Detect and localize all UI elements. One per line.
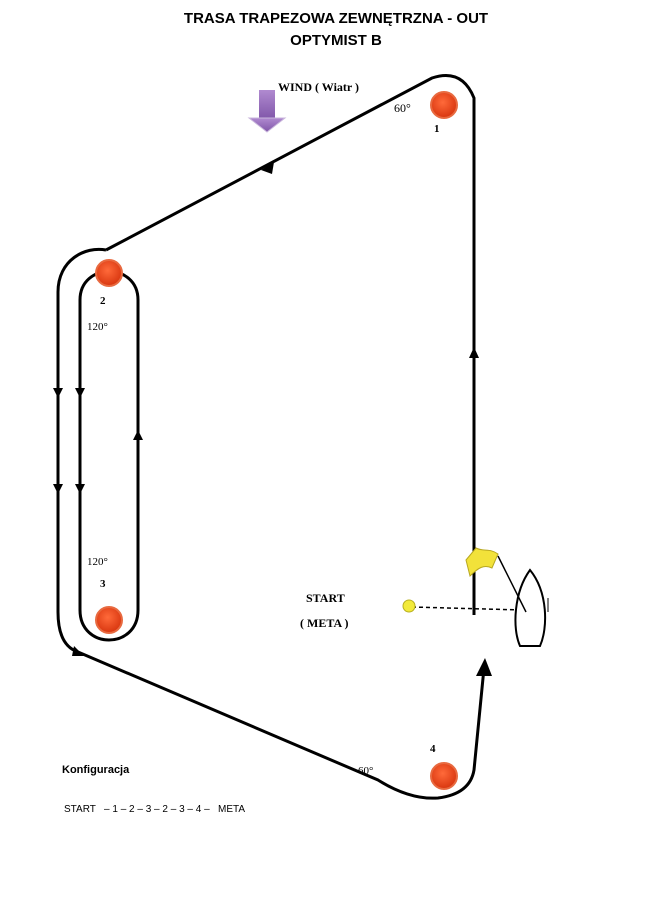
direction-arrow-finish	[476, 658, 492, 676]
diagram-title-line1: TRASA TRAPEZOWA ZEWNĘTRZNA - OUT	[183, 10, 489, 27]
direction-arrow-inner-down-1	[75, 388, 85, 398]
mark-2-label: 2	[100, 295, 106, 307]
start-label: START	[306, 591, 345, 605]
direction-arrow-inner-down-2	[75, 484, 85, 494]
mark-4-angle: 60°	[358, 765, 373, 777]
wind-label: WIND ( Wiatr )	[278, 80, 359, 94]
start-buoy	[402, 599, 416, 613]
mark-4	[430, 762, 458, 790]
direction-arrow-upper-leg	[261, 162, 274, 174]
mark-3	[95, 606, 123, 634]
direction-arrow-bottom-leg	[72, 646, 84, 656]
committee-boat-icon	[497, 555, 549, 647]
meta-label: ( META )	[300, 616, 348, 630]
direction-arrow-inner-up	[133, 430, 143, 440]
configuration-heading: Konfiguracja	[62, 764, 130, 776]
mark-3-label: 3	[100, 578, 106, 590]
direction-arrow-right-leg	[469, 347, 479, 358]
wind-arrow-icon	[247, 90, 287, 133]
mark-1	[430, 91, 458, 119]
mark-2	[95, 259, 123, 287]
mark-1-angle: 60°	[394, 101, 411, 115]
start-line	[411, 606, 523, 611]
direction-arrow-outer-down-2	[53, 484, 63, 494]
mark-2-angle: 120°	[87, 321, 108, 333]
diagram-title-line2: OPTYMIST B	[290, 32, 382, 49]
mark-1-label: 1	[434, 123, 440, 135]
course-leg-2-to-1	[105, 74, 476, 615]
flag-icon	[465, 547, 499, 577]
direction-arrow-outer-down-1	[53, 388, 63, 398]
course-loop-inner	[78, 270, 140, 642]
configuration-sequence: START – 1 – 2 – 3 – 2 – 3 – 4 – META	[64, 804, 245, 815]
mark-4-label: 4	[430, 743, 436, 755]
mark-3-angle: 120°	[87, 556, 108, 568]
course-loop-outer	[56, 247, 107, 654]
course-leg-3-to-4	[77, 650, 486, 800]
